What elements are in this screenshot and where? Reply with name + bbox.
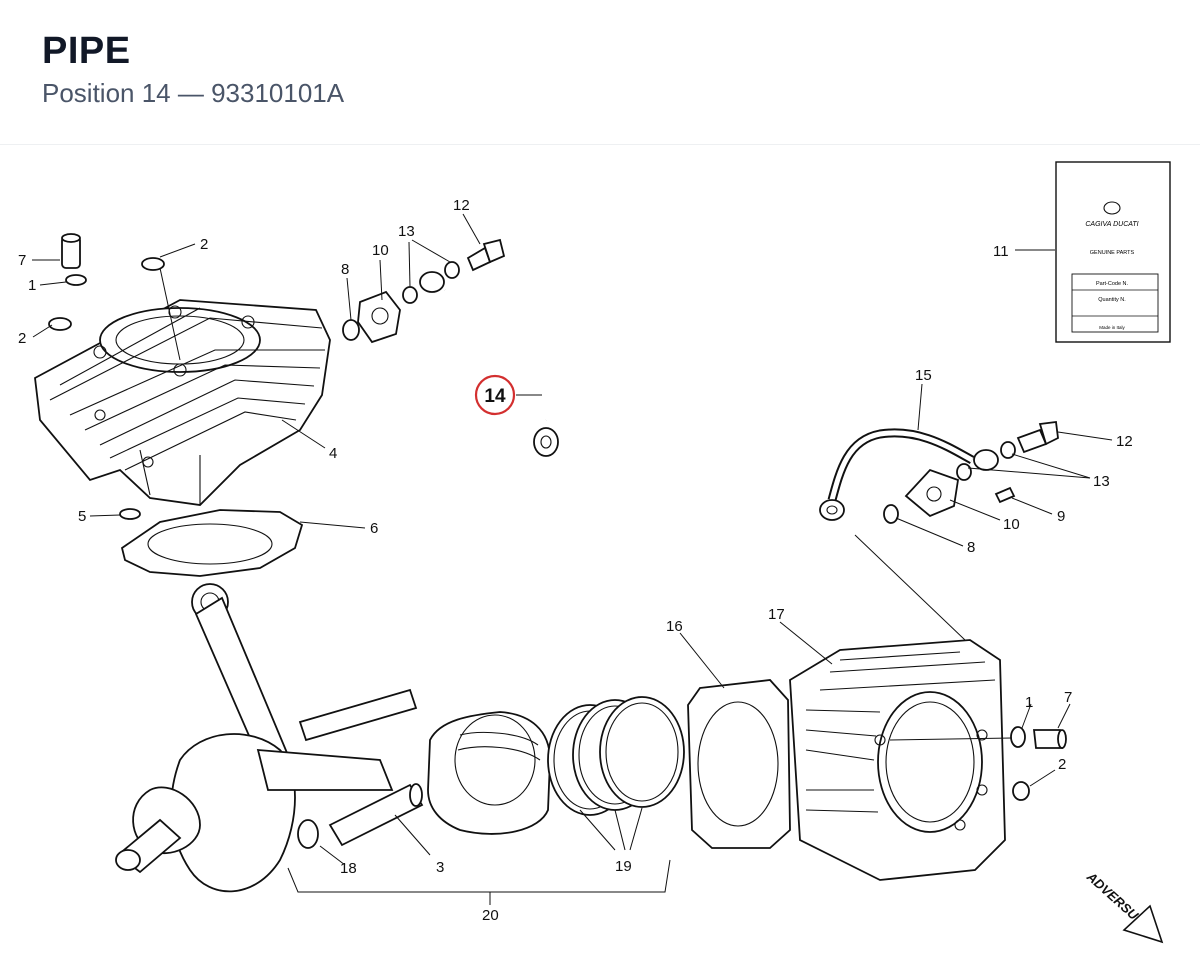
dowel-pin-7-right[interactable] <box>1032 729 1067 749</box>
banjo-fitting-right[interactable] <box>973 449 999 471</box>
page-subtitle: Position 14 — 93310101A <box>42 78 345 108</box>
callout-2-right: 2 <box>1058 756 1066 773</box>
callout-5: 5 <box>78 508 86 525</box>
highlight-callout-14[interactable]: 14 <box>474 374 516 416</box>
dowel-pin-7-top[interactable] <box>61 233 81 269</box>
bolt-12-right[interactable] <box>1016 420 1059 454</box>
diagram-svg: CAGIVA DUCATI GENUINE PARTS Part-Code N.… <box>18 161 1171 944</box>
gasket-6[interactable] <box>120 509 304 577</box>
o-ring-2-top-a[interactable] <box>141 257 165 271</box>
callout-19: 19 <box>615 858 632 875</box>
o-ring-2-right[interactable] <box>1012 781 1030 801</box>
washer-13-right-a[interactable] <box>956 463 972 481</box>
piston-rings-19[interactable] <box>547 696 685 816</box>
washer-13-top-b[interactable] <box>444 261 460 279</box>
callout-1-right: 1 <box>1025 694 1033 711</box>
bolt-12-top[interactable] <box>466 238 506 272</box>
callout-12-top: 12 <box>453 197 470 214</box>
callout-2-top: 2 <box>200 236 208 253</box>
union-flange-10-right[interactable] <box>904 468 960 518</box>
cylinder-17[interactable] <box>789 639 1006 881</box>
callout-10-right: 10 <box>1003 516 1020 533</box>
callout-20: 20 <box>482 907 499 924</box>
adversus-logo: ADVERSUS <box>1083 868 1164 944</box>
o-ring-2-top-b[interactable] <box>48 317 72 331</box>
card-field-quantity: Quantity N. <box>1098 297 1126 303</box>
callout-1-left: 1 <box>28 277 36 294</box>
piston-pin-3[interactable] <box>328 783 424 847</box>
callout-9: 9 <box>1057 508 1065 525</box>
callout-7-right: 7 <box>1064 689 1072 706</box>
callout-11: 11 <box>993 243 1009 260</box>
parts-card-11[interactable]: CAGIVA DUCATI GENUINE PARTS Part-Code N.… <box>1055 161 1171 343</box>
callout-13-top: 13 <box>398 223 415 240</box>
o-ring-8-top[interactable] <box>342 319 360 341</box>
page-title: PIPE <box>42 30 131 72</box>
o-ring-1-right[interactable] <box>1010 726 1026 748</box>
o-ring-5[interactable] <box>119 508 141 520</box>
callout-4: 4 <box>329 445 337 462</box>
pipe-14-highlighted[interactable] <box>444 287 559 457</box>
gasket-16[interactable] <box>687 679 791 849</box>
callout-15: 15 <box>915 367 932 384</box>
callout-3: 3 <box>436 859 444 876</box>
screw-9[interactable] <box>994 486 1016 504</box>
card-heading: GENUINE PARTS <box>1090 250 1135 256</box>
connecting-rod-and-crankshaft[interactable] <box>115 583 418 893</box>
callout-8-top: 8 <box>341 261 349 278</box>
callout-10-top: 10 <box>372 242 389 259</box>
callout-12-right: 12 <box>1116 433 1133 450</box>
callout-labels: 7 1 2 2 4 5 6 8 10 13 12 11 15 12 13 9 1… <box>18 197 1133 924</box>
exploded-parts-diagram: CAGIVA DUCATI GENUINE PARTS Part-Code N.… <box>0 146 1200 971</box>
callout-14: 14 <box>484 386 506 407</box>
leader-lines <box>32 213 1113 905</box>
callout-17: 17 <box>768 606 785 623</box>
o-ring-1-top[interactable] <box>65 274 87 286</box>
cylinder-part[interactable] <box>34 299 331 506</box>
callout-13-right: 13 <box>1093 473 1110 490</box>
union-flange-10-top[interactable] <box>357 290 401 344</box>
banjo-fitting-top[interactable] <box>419 271 445 293</box>
callout-2-left: 2 <box>18 330 26 347</box>
circlip-18[interactable] <box>297 819 319 849</box>
callout-7-left: 7 <box>18 252 26 269</box>
callout-6: 6 <box>370 520 378 537</box>
callout-16: 16 <box>666 618 683 635</box>
card-footer: Made in Italy <box>1099 325 1125 330</box>
washer-13-top-a[interactable] <box>402 286 418 304</box>
card-brand: CAGIVA DUCATI <box>1085 221 1138 228</box>
pipe-15[interactable] <box>819 428 975 521</box>
washer-13-right-b[interactable] <box>1000 441 1016 459</box>
callout-8-right: 8 <box>967 539 975 556</box>
page-header: PIPE Position 14 — 93310101A <box>0 0 1200 145</box>
o-ring-8-right[interactable] <box>883 504 899 524</box>
card-field-part-code: Part-Code N. <box>1096 281 1129 287</box>
callout-18: 18 <box>340 860 357 877</box>
piston[interactable] <box>427 711 551 835</box>
